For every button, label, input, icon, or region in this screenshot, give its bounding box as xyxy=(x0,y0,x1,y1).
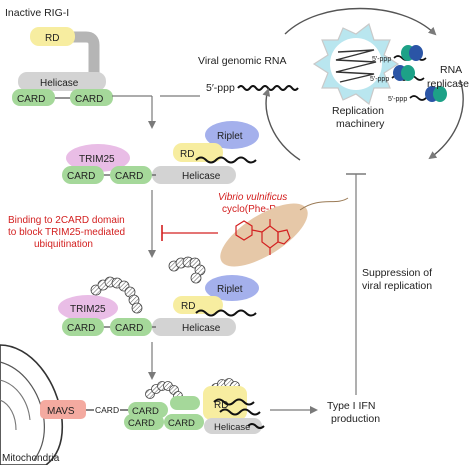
ub-chain-card xyxy=(90,276,143,314)
rd-domain-2 xyxy=(173,143,223,162)
bacterium-icon xyxy=(220,203,308,267)
helicase-label-3: Helicase xyxy=(182,323,221,334)
card-label-7: CARD xyxy=(132,406,159,417)
suppression-label-2: viral replication xyxy=(362,280,432,292)
ifn-group: Type I IFN production Suppression of vir… xyxy=(327,173,432,425)
mavs-label: MAVS xyxy=(47,406,75,417)
suppression-label-1: Suppression of xyxy=(362,267,432,279)
bound-rna-1 xyxy=(195,156,257,164)
card-domain-3 xyxy=(62,166,104,184)
compound-name: cyclo(Phe-Pro) xyxy=(222,204,288,215)
card-label-2: CARD xyxy=(75,94,103,105)
bound-rna-2 xyxy=(195,309,257,317)
ifn-label-1: Type I IFN xyxy=(327,400,375,412)
helicase-domain-3 xyxy=(152,318,236,336)
inhibitor-text-3: ubiquitination xyxy=(34,239,93,250)
mitochondria-group: Mitochondria xyxy=(0,344,64,465)
inhibitor-text-1: Binding to 2CARD domain xyxy=(8,215,125,226)
viral-genome-coil xyxy=(335,49,377,83)
trim25-protein xyxy=(66,144,130,172)
ub-chain-rd xyxy=(168,256,206,284)
mitochondria-icon xyxy=(0,344,64,465)
trim25-label: TRIM25 xyxy=(79,154,115,165)
replication-cycle: Replication machinery 5′-ppp 5′-ppp 5′-p… xyxy=(262,7,469,161)
helicase-domain-4 xyxy=(204,418,262,434)
rd-domain-3 xyxy=(173,296,223,314)
viral-rna-strand xyxy=(237,85,299,91)
bound-rna-4 xyxy=(219,408,261,416)
replicase-complex-1: 5′-ppp xyxy=(372,45,427,63)
cycle-arc-right xyxy=(428,79,464,160)
mavs-card-label: CARD xyxy=(95,405,119,415)
card-domain-2 xyxy=(70,89,113,106)
cyclo-phe-pro-structure xyxy=(235,219,291,255)
viral-rna-label: Viral genomic RNA xyxy=(198,55,287,67)
inhibition-group: Binding to 2CARD domain to block TRIM25-… xyxy=(8,192,349,267)
trim25-label-2: TRIM25 xyxy=(70,304,106,315)
card-label-3: CARD xyxy=(67,171,95,182)
rna-replicase-label-1: RNA xyxy=(440,64,462,76)
helicase-domain-2 xyxy=(152,166,236,184)
card-label-5: CARD xyxy=(67,323,95,334)
riplet-label: Riplet xyxy=(217,131,243,142)
replication-machinery-label-1: Replication xyxy=(332,105,384,117)
rd-label-2: RD xyxy=(180,149,194,160)
card-domain-8 xyxy=(124,414,164,430)
rd-label-4: RD xyxy=(214,400,228,411)
card-label-9: CARD xyxy=(168,418,195,429)
activated-rig-i-group: TRIM25 Riplet RD Helicase CARD CARD xyxy=(62,121,259,184)
svg-text:5′-ppp: 5′-ppp xyxy=(370,76,389,83)
replication-machinery-label-2: machinery xyxy=(336,118,385,130)
helicase-domain xyxy=(18,72,106,91)
card-domain-1 xyxy=(12,89,55,106)
cycle-arc-top xyxy=(284,7,437,36)
helicase-label-4: Helicase xyxy=(214,422,250,433)
helicase-label: Helicase xyxy=(40,78,79,89)
riplet-label-2: Riplet xyxy=(217,284,243,295)
rna-replicase-label-2: replicase xyxy=(427,78,469,90)
helicase-label-2: Helicase xyxy=(182,171,221,182)
svg-text:5′-ppp: 5′-ppp xyxy=(372,56,391,63)
riplet-protein-2 xyxy=(205,275,259,301)
card-domain-4 xyxy=(110,166,152,184)
linker xyxy=(62,31,100,88)
card-domain-6 xyxy=(110,318,152,336)
card-label-4: CARD xyxy=(115,171,143,182)
mitochondria-label: Mitochondria xyxy=(2,453,60,464)
riplet-protein xyxy=(205,121,259,149)
rd-domain xyxy=(30,27,75,46)
cycle-arc-left xyxy=(262,88,301,161)
vibrio-name: Vibrio vulnificus xyxy=(218,192,287,203)
svg-text:5′-ppp: 5′-ppp xyxy=(388,96,407,103)
card-domain-9 xyxy=(164,414,204,430)
mavs-protein xyxy=(40,400,86,419)
ifn-label-2: production xyxy=(331,413,380,425)
replicase-complex-3: 5′-ppp xyxy=(388,86,447,103)
inhibitor-text-2: to block TRIM25-mediated xyxy=(8,227,125,238)
card-domain-10 xyxy=(170,396,200,410)
inactive-rig-i-group: Inactive RIG-I RD Helicase CARD CARD xyxy=(5,7,113,106)
ubiquitinated-rig-i-group: TRIM25 Riplet RD Helicase CARD CARD xyxy=(58,256,259,336)
trim25-protein-2 xyxy=(58,295,118,321)
replicase-complex-2: 5′-ppp xyxy=(370,65,425,83)
rd-label: RD xyxy=(45,33,59,44)
card-domain-5 xyxy=(62,318,104,336)
viral-rna-group: Viral genomic RNA 5′-ppp xyxy=(198,55,299,94)
flagellum xyxy=(299,197,349,211)
card-label-8: CARD xyxy=(128,418,155,429)
inactive-rig-i-label: Inactive RIG-I xyxy=(5,7,69,19)
bound-rna-3 xyxy=(213,398,255,406)
rd-label-3: RD xyxy=(181,301,195,312)
card-label-1: CARD xyxy=(17,94,45,105)
mavs-complex: MAVS CARD CARD CARD CARD RD Helicase xyxy=(40,378,265,434)
five-ppp-label: 5′-ppp xyxy=(206,82,235,94)
card-label-6: CARD xyxy=(115,323,143,334)
